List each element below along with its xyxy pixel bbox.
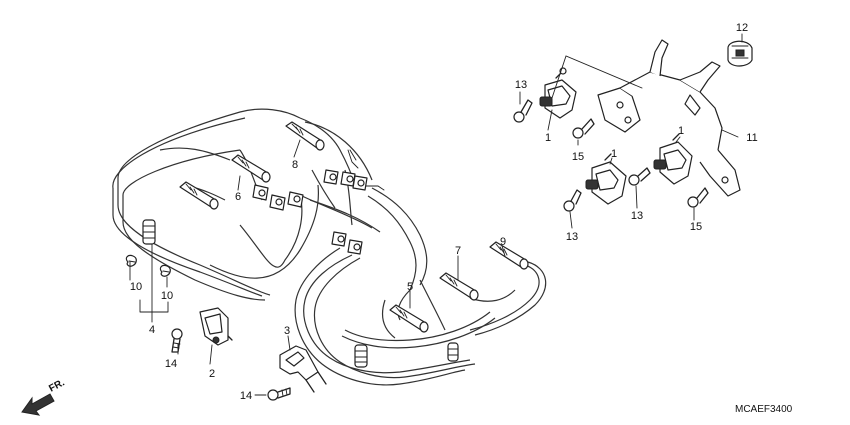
bolt-13b (563, 189, 582, 212)
spark-plug-wire-harness-left (112, 108, 428, 301)
callout-2: 2 (209, 368, 215, 380)
ignition-coil-1b (585, 153, 627, 205)
plug-cap-7 (439, 272, 479, 301)
callout-15b: 15 (690, 221, 702, 233)
callout-6: 6 (235, 191, 241, 203)
callout-10a: 10 (130, 281, 142, 293)
plug-cap-9 (489, 241, 529, 270)
callout-1b: 1 (611, 148, 617, 160)
callout-1c: 1 (678, 125, 684, 137)
callout-14a: 14 (165, 358, 177, 370)
bolt-14b (267, 387, 291, 401)
callout-11: 11 (746, 132, 757, 144)
callout-5: 5 (407, 281, 413, 293)
ignition-coil-1c (653, 133, 693, 185)
bolt-13a (513, 99, 533, 123)
spark-plug-wire-harness-right (294, 247, 547, 386)
callout-3: 3 (284, 325, 290, 337)
diagram-code: MCAEF3400 (735, 404, 793, 415)
wire-bundle-clamp-right-b (447, 342, 459, 362)
callout-labels: 8 6 9 7 5 3 2 14 14 10 10 4 13 1 15 1 1 … (130, 22, 758, 402)
callout-14b: 14 (240, 390, 252, 402)
callout-10b: 10 (161, 290, 173, 302)
callout-1a: 1 (545, 132, 551, 144)
plug-cap-8 (285, 121, 325, 151)
coil-connector-ends (252, 149, 385, 255)
coil-stay-11 (597, 39, 741, 197)
clip-10b (159, 264, 171, 277)
callout-9: 9 (500, 236, 506, 248)
wire-bundle-clamp-right-a (354, 344, 368, 368)
callout-12: 12 (736, 22, 748, 34)
grommet-12 (727, 40, 753, 67)
callout-13c: 13 (631, 210, 643, 222)
callout-13b: 13 (566, 231, 578, 243)
plug-cap-6 (231, 154, 271, 183)
clip-10a (125, 254, 137, 267)
front-direction-marker: FR. (21, 377, 67, 416)
bolt-15b (687, 187, 709, 208)
leader-lines (129, 33, 743, 396)
bracket-3 (279, 345, 327, 393)
ignition-coil-1a (539, 67, 577, 119)
callout-15a: 15 (572, 151, 584, 163)
bolt-15a (572, 118, 595, 139)
bracket-2 (199, 307, 233, 346)
plug-cap-5 (389, 304, 429, 333)
plug-cap-unlabeled (179, 181, 219, 210)
bolt-14a (171, 328, 183, 353)
front-label: FR. (47, 377, 67, 394)
callout-13a: 13 (515, 79, 527, 91)
bolt-13c (628, 167, 651, 186)
front-arrow-icon (21, 393, 55, 416)
callout-7: 7 (455, 245, 461, 257)
callout-8: 8 (292, 159, 298, 171)
callout-4: 4 (149, 324, 155, 336)
